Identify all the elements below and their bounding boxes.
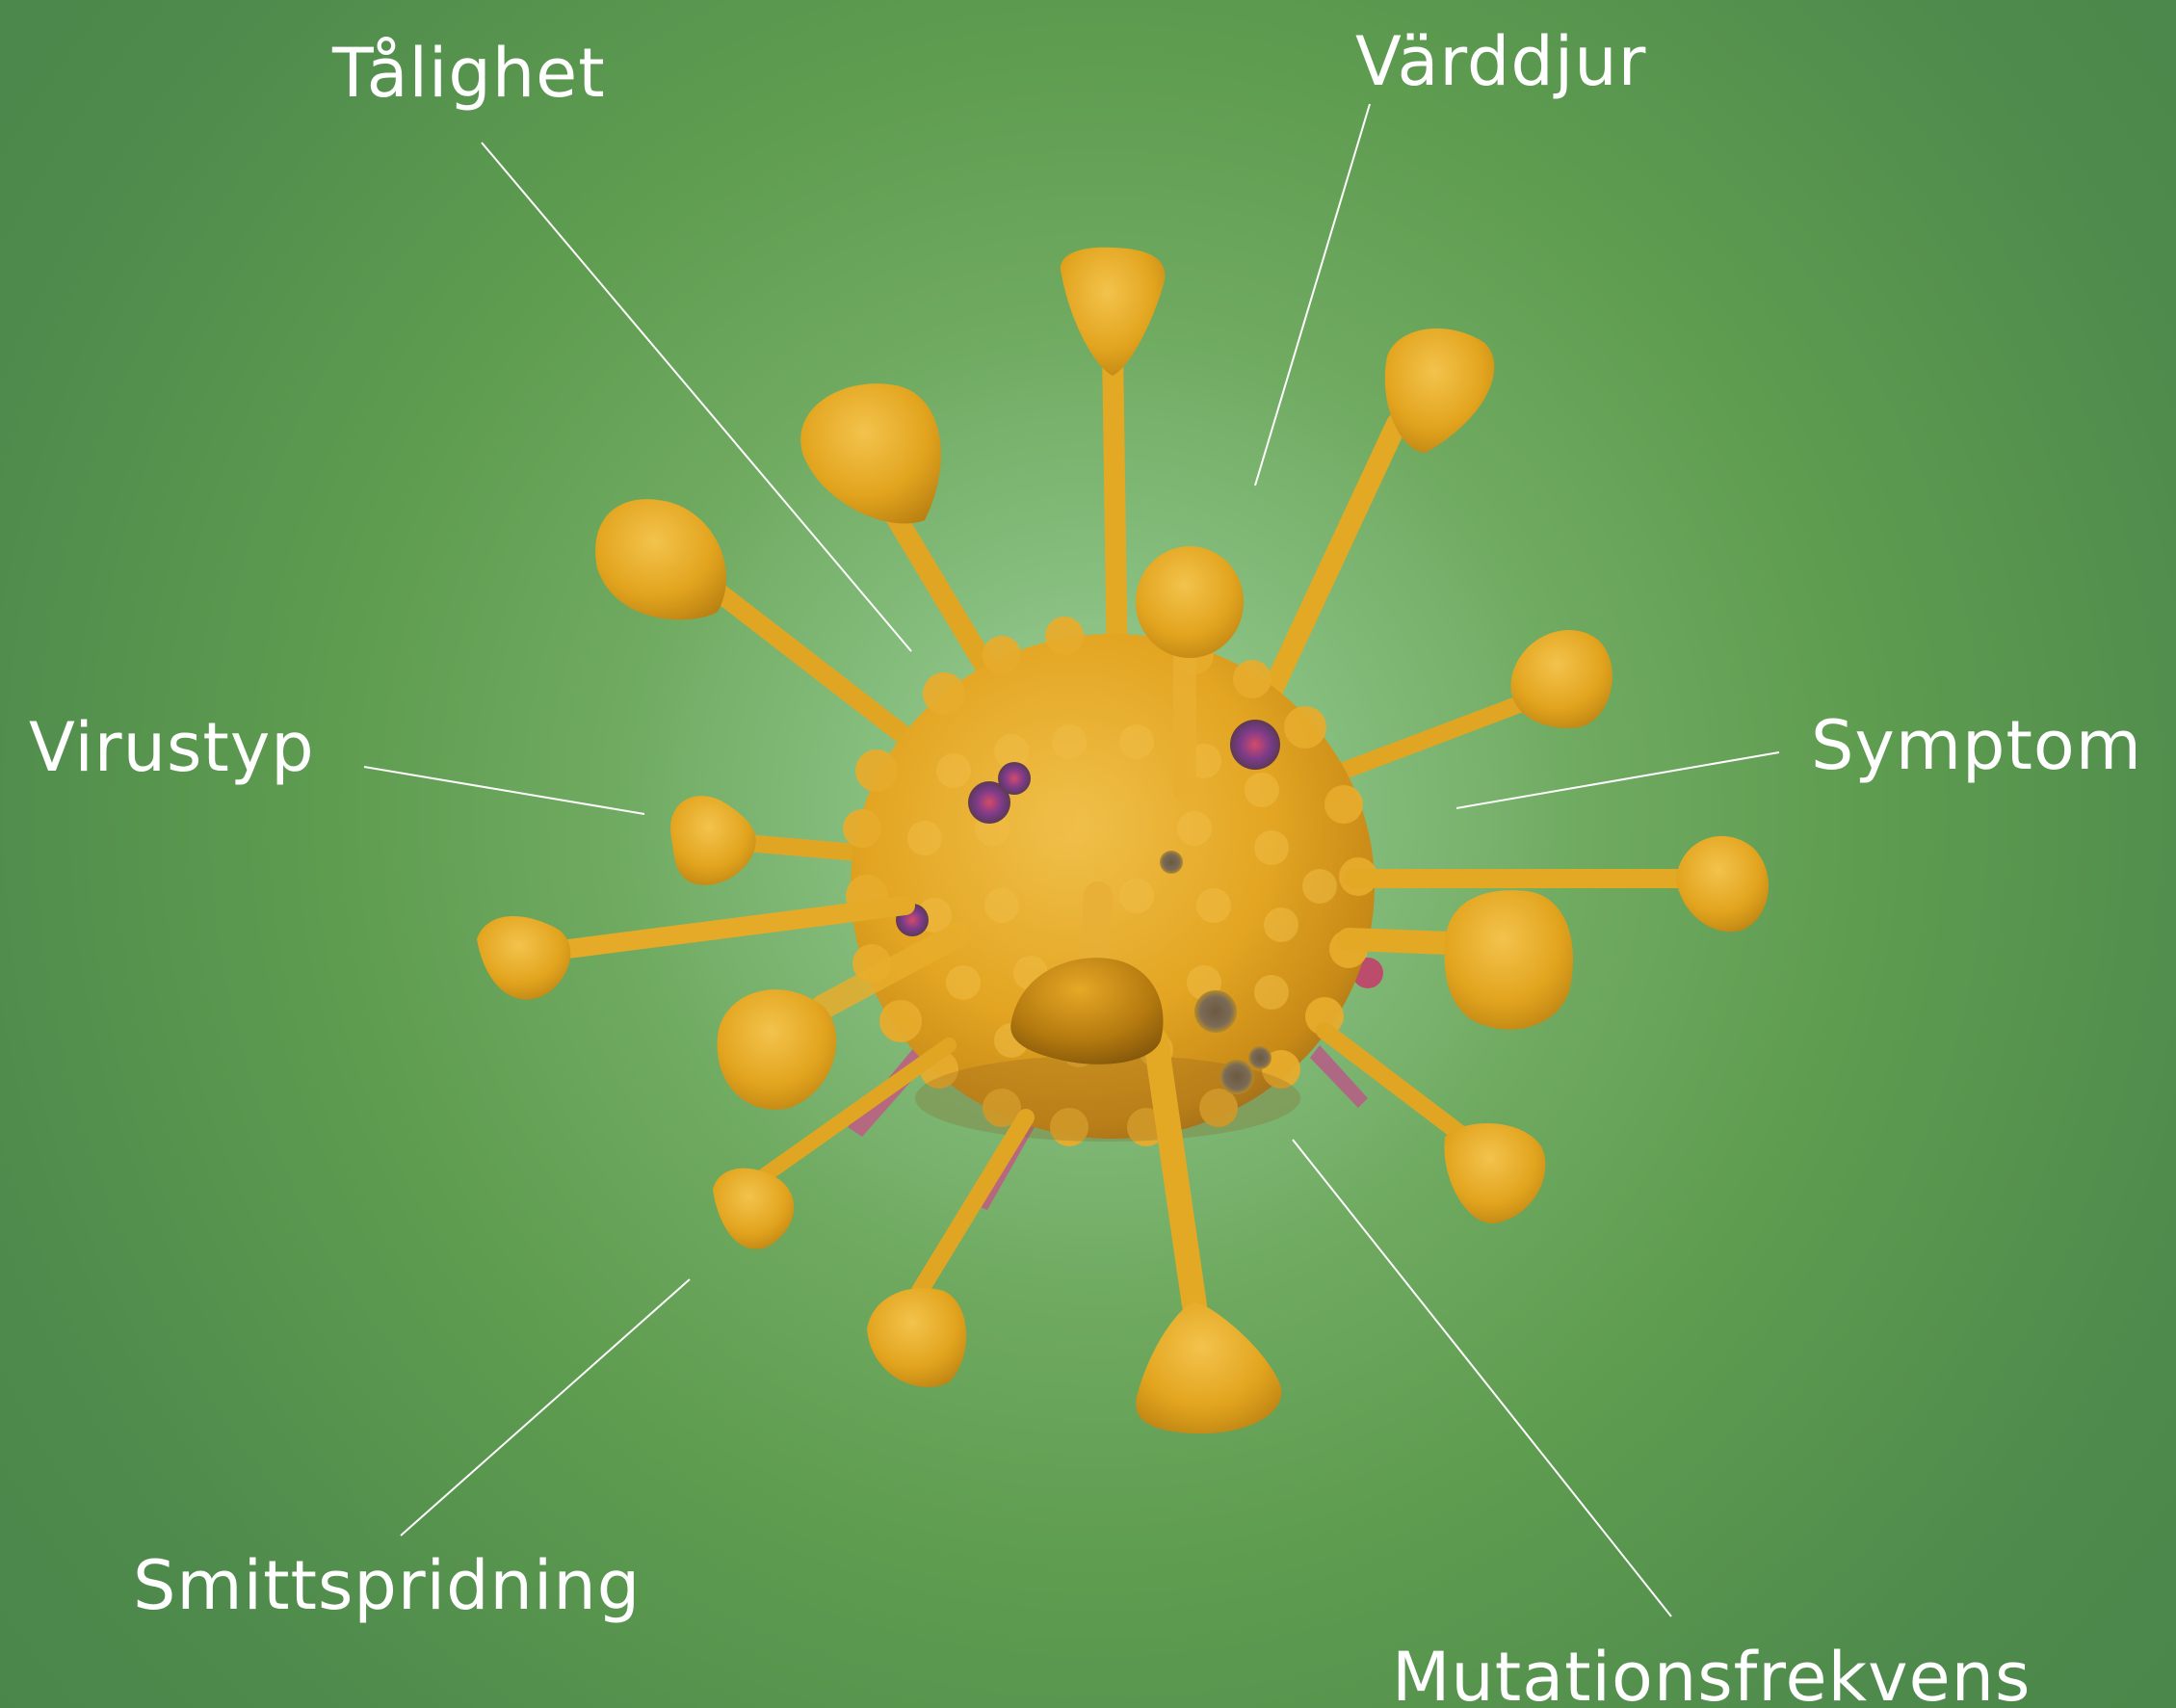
label-talighet: Tålighet [331,34,606,113]
label-mutationsfrekvens: Mutationsfrekvens [1392,1638,2031,1708]
leader-line-symptom [1456,752,1779,808]
virus-illustration [477,248,1769,1433]
surface-spot [998,762,1031,795]
label-smittspridning: Smittspridning [133,1546,641,1625]
surface-spot [1230,720,1280,770]
leader-line-virustyp [364,767,644,814]
label-varddjur: Värddjur [1355,22,1646,101]
label-symptom: Symptom [1811,706,2142,785]
leader-line-smittspridning [401,1279,690,1536]
leader-line-varddjur [1255,104,1370,486]
label-virustyp: Virustyp [29,708,315,787]
